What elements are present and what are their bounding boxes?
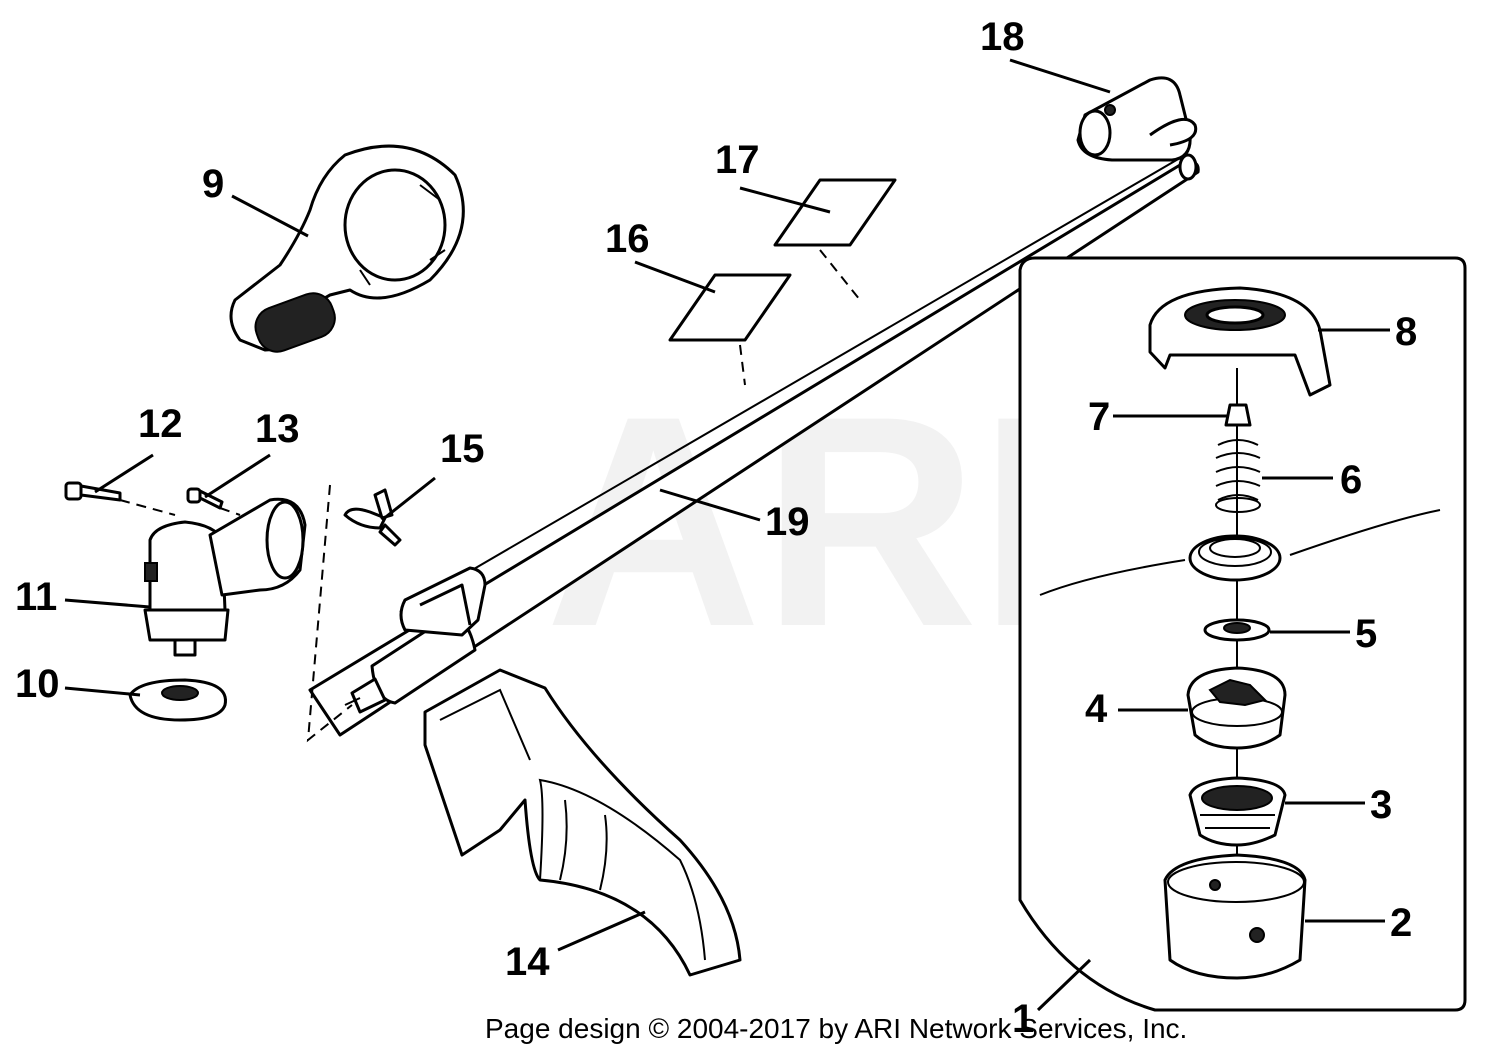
callout-19: 19 [765, 500, 810, 544]
part-11-gearhead [143, 497, 307, 657]
part-9-handle-bracket [229, 144, 465, 353]
callout-16: 16 [605, 217, 650, 261]
part-17-decal [773, 178, 897, 301]
callout-8: 8 [1395, 310, 1417, 354]
part-5-washer [1203, 618, 1271, 642]
part-14-guard [423, 668, 742, 977]
callout-14: 14 [505, 940, 550, 984]
callout-3: 3 [1370, 783, 1392, 827]
part-2-housing [1163, 853, 1307, 980]
part-13-screw [186, 487, 224, 510]
assembly-guide-lines [306, 484, 353, 743]
callout-9: 9 [202, 162, 224, 206]
trimmer-line [1039, 509, 1441, 596]
callout-15: 15 [440, 427, 485, 471]
part-4-spool-hub [1186, 666, 1287, 750]
callout-4: 4 [1085, 687, 1108, 731]
part-16-decal [668, 273, 792, 386]
part-8-cover [1148, 286, 1332, 397]
callout-6: 6 [1340, 458, 1362, 502]
callout-2: 2 [1390, 901, 1412, 945]
trimmer-spool [1188, 534, 1282, 582]
part-3-insert [1188, 776, 1287, 847]
part-6-spring [1215, 439, 1261, 513]
callout-12: 12 [138, 402, 183, 446]
callout-17: 17 [715, 138, 760, 182]
screw-alignment-lines [119, 499, 241, 516]
part-15-wing-nut [343, 488, 402, 547]
part-19-shaft [308, 153, 1200, 737]
callout-1: 1 [1012, 997, 1034, 1041]
part-12-screw [64, 481, 122, 502]
callout-10: 10 [15, 662, 60, 706]
leader-lines [64, 58, 1390, 1012]
copyright-text: Page design © 2004-2017 by ARI Network S… [485, 1013, 1187, 1044]
callout-13: 13 [255, 407, 300, 451]
part-7-nut [1224, 403, 1252, 427]
part-10-washer [128, 678, 227, 722]
callout-7: 7 [1088, 395, 1110, 439]
callout-18: 18 [980, 15, 1025, 59]
part-18-end-cap [1076, 76, 1198, 162]
callout-11: 11 [15, 575, 57, 619]
callout-5: 5 [1355, 612, 1377, 656]
